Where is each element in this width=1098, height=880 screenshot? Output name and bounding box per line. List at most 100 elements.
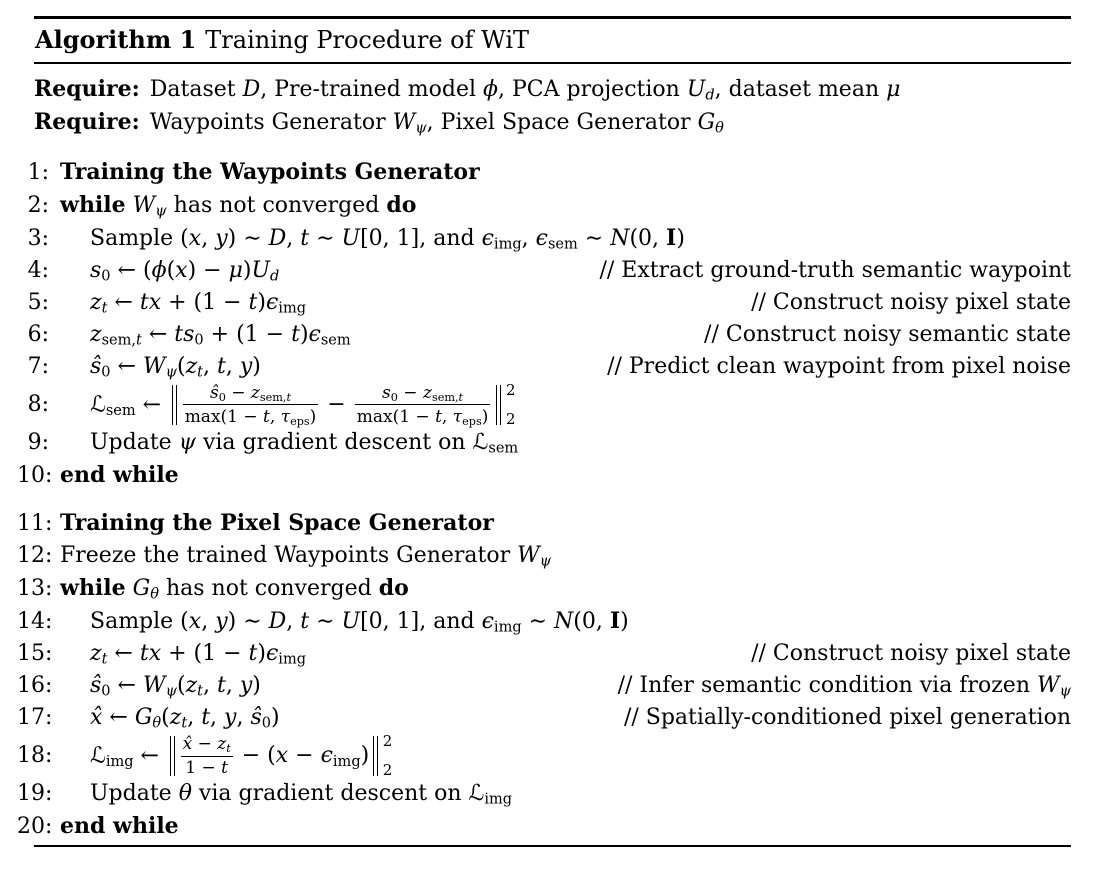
math-text: ) xyxy=(676,225,685,251)
algo-line: 10:end while xyxy=(17,459,1071,492)
math-var: y xyxy=(224,704,237,730)
math-var: ϕ xyxy=(151,257,167,283)
math-text: ) xyxy=(360,743,370,769)
math-text: ← xyxy=(107,289,140,315)
math-text: , xyxy=(225,353,240,379)
math-text: , xyxy=(203,672,218,698)
math-var: x xyxy=(275,743,289,769)
math-var: t xyxy=(248,289,258,315)
math-var: U xyxy=(251,257,271,283)
math-text: img xyxy=(105,753,134,770)
require-keyword: Require: xyxy=(34,108,140,135)
math-var: ϵ xyxy=(265,640,279,666)
math-text: , xyxy=(203,353,218,379)
line-content: ŝ0 ← Wψ(zt, t, y) xyxy=(60,351,261,383)
math-text: , xyxy=(521,225,536,251)
line-content: end while xyxy=(60,810,179,843)
line-content: Training the Pixel Space Generator xyxy=(60,507,494,540)
math-var: t xyxy=(197,364,204,381)
math-var: z xyxy=(422,382,432,403)
math-var: τ xyxy=(280,406,291,427)
math-text: max(1 − xyxy=(356,406,436,427)
line-number: 5: xyxy=(27,289,49,315)
math-var: W xyxy=(132,192,156,218)
math-text: // Construct noisy semantic state xyxy=(704,321,1071,347)
math-var: W xyxy=(1036,672,1060,698)
math-sub: 0 xyxy=(262,716,271,732)
line-content: zt ← tx + (1 − t)ϵimg xyxy=(60,287,306,319)
math-text: 0 xyxy=(218,390,226,404)
math-text: sem xyxy=(105,402,136,419)
math-sub: t xyxy=(226,742,231,755)
math-text: sem, xyxy=(259,390,287,404)
math-var: θ xyxy=(715,120,724,137)
math-var: z xyxy=(90,640,102,666)
math-sub: ψ xyxy=(415,120,426,136)
math-var: t xyxy=(226,741,231,755)
fraction-denominator: 1 − t xyxy=(183,758,230,778)
math-text xyxy=(126,193,133,218)
math-var: y xyxy=(215,225,228,251)
line-number: 12: xyxy=(17,542,53,568)
line-content: Training the Waypoints Generator xyxy=(60,156,480,189)
math-text: via gradient descent on xyxy=(195,429,473,455)
math-sub: img xyxy=(278,652,306,668)
math-text: ← xyxy=(107,640,140,666)
math-script: ℒ xyxy=(468,781,485,807)
math-text: ← xyxy=(110,672,143,698)
math-text: img xyxy=(484,792,513,809)
math-var: ϵ xyxy=(481,225,494,251)
norm-bar-right xyxy=(373,735,378,777)
fraction-denominator: max(1 − t, τeps) xyxy=(183,407,319,427)
math-var: U xyxy=(686,76,706,102)
math-var: x̂ xyxy=(182,733,193,754)
math-text: sem xyxy=(547,236,578,253)
math-text: ← xyxy=(141,321,175,347)
math-cal: N xyxy=(554,608,574,634)
math-var: ŝ xyxy=(90,353,102,379)
caption-rule xyxy=(34,62,1071,64)
math-var: ψ xyxy=(155,203,167,220)
fraction-numerator: ŝ0 − zsem,t xyxy=(208,383,293,403)
math-text: , xyxy=(201,608,216,634)
line-comment: // Construct noisy semantic state xyxy=(680,319,1071,351)
require-content: Waypoints Generator Wψ, Pixel Space Gene… xyxy=(149,109,724,137)
line-content: Sample (x, y) ∼ D, t ∼ U[0, 1], and ϵimg… xyxy=(60,222,685,255)
math-var: t xyxy=(300,608,310,634)
fraction-denominator: max(1 − t, τeps) xyxy=(355,407,491,427)
math-var: ϵ xyxy=(535,225,548,251)
math-var: ts xyxy=(174,321,195,347)
line-number: 15: xyxy=(17,640,53,666)
keyword: while xyxy=(60,574,126,601)
math-text: // Construct noisy pixel state xyxy=(751,640,1071,666)
line-number: 9: xyxy=(27,429,49,455)
math-var: t xyxy=(101,651,108,668)
math-text: Waypoints Generator xyxy=(149,109,393,135)
line-number: 14: xyxy=(17,608,53,634)
algo-line: 6:zsem,t ← ts0 + (1 − t)ϵsem// Construct… xyxy=(17,319,1071,351)
math-text: , xyxy=(286,608,301,634)
math-sub: ψ xyxy=(166,364,177,380)
algo-line: 5:zt ← tx + (1 − t)ϵimg// Construct nois… xyxy=(17,287,1071,319)
math-sub: img xyxy=(278,300,306,316)
line-number: 2: xyxy=(27,192,49,218)
math-text: via gradient descent on xyxy=(191,781,469,807)
math-sub: eps xyxy=(290,415,310,428)
math-text xyxy=(126,576,133,601)
math-var: ŝ xyxy=(209,382,219,403)
line-content: Sample (x, y) ∼ D, t ∼ U[0, 1], and ϵimg… xyxy=(60,605,629,638)
math-var: x xyxy=(188,225,202,251)
math-cal: D xyxy=(242,76,261,102)
math-text: ← xyxy=(110,353,143,379)
math-text: ) ∼ xyxy=(227,225,269,251)
math-sub: t xyxy=(102,300,108,316)
math-text: img xyxy=(493,619,522,636)
line-comment: // Extract ground-truth semantic waypoin… xyxy=(575,255,1071,287)
keyword: I xyxy=(666,224,677,251)
algo-line: 20:end while xyxy=(17,810,1071,843)
